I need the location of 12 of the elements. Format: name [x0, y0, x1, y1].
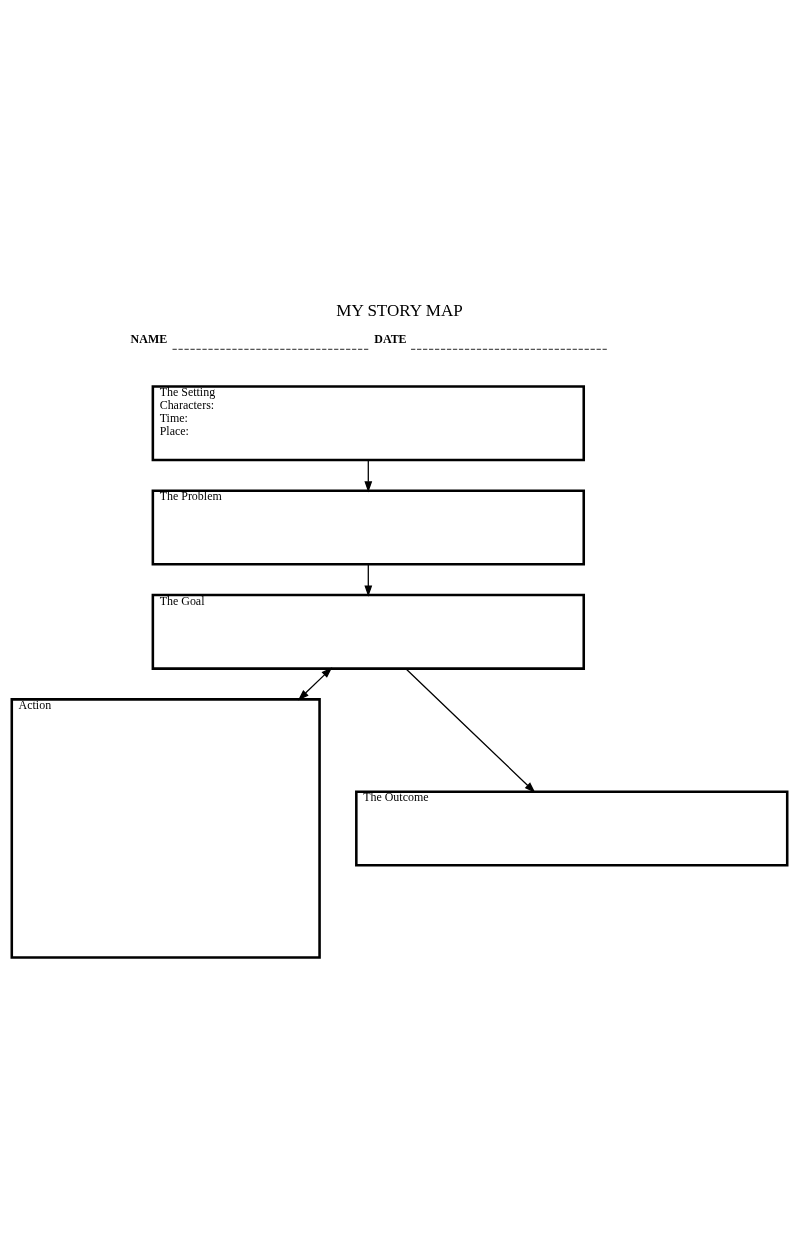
node-box: The Outcome: [355, 790, 789, 867]
node-box: Action: [10, 698, 321, 959]
node-box: The Setting Characters: Time: Place:: [151, 385, 585, 462]
label: DATE: [374, 331, 407, 346]
arrow: [364, 563, 373, 597]
node-box: The Goal: [151, 593, 585, 670]
arrow: [364, 459, 373, 493]
label: NAME: [130, 331, 168, 346]
diagram-title: MY STORY MAP: [336, 300, 463, 320]
arrow: [405, 668, 536, 793]
node-box: The Problem: [151, 489, 585, 566]
arrow: [297, 667, 333, 701]
